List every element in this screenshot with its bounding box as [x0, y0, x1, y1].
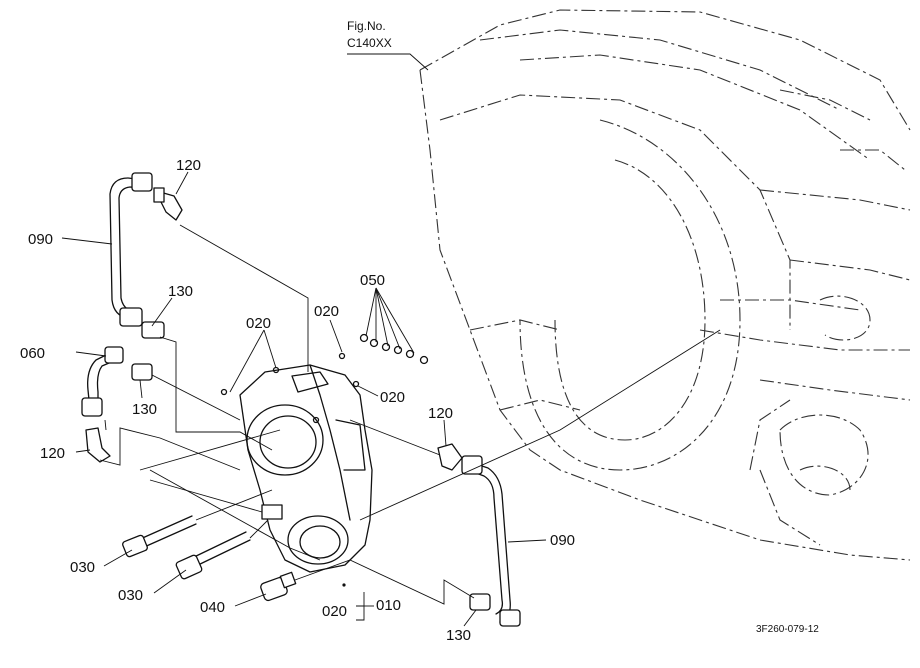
union-fitting-bottom	[469, 593, 491, 611]
transmission-case-cover	[239, 364, 373, 573]
callout-040: 040	[200, 599, 225, 616]
o-rings-050	[359, 333, 429, 365]
callout-120-left: 120	[40, 445, 65, 462]
callout-090-right: 090	[550, 532, 575, 549]
callout-090-left: 090	[28, 231, 53, 248]
callout-130-left: 130	[132, 401, 157, 418]
callout-060: 060	[20, 345, 45, 362]
callout-050: 050	[360, 272, 385, 289]
plug-040	[260, 571, 297, 602]
oil-pipe-upper	[109, 172, 153, 327]
callout-020-a: 020	[246, 315, 271, 332]
callout-leaders	[61, 171, 547, 627]
bolt-030-a	[122, 515, 197, 558]
bolt-030-b	[175, 531, 251, 580]
callout-120-top: 120	[176, 157, 201, 174]
callout-020-c: 020	[380, 389, 405, 406]
oil-pipe-060	[81, 346, 124, 417]
callout-020-d: 020	[322, 603, 347, 620]
callout-020-b: 020	[314, 303, 339, 320]
callout-030-a: 030	[70, 559, 95, 576]
figref-leader	[347, 53, 429, 71]
drawing-code: 3F260-079-12	[756, 624, 819, 635]
callout-030-b: 030	[118, 587, 143, 604]
assembly-lines	[99, 224, 721, 605]
oil-pipe-right	[461, 455, 521, 627]
elbow-fitting-right	[437, 443, 463, 471]
union-fitting-left	[131, 363, 153, 381]
callout-010: 010	[376, 597, 401, 614]
callout-130-mid: 130	[168, 283, 193, 300]
callout-130-bottom: 130	[446, 627, 471, 644]
elbow-fitting-left	[85, 427, 111, 463]
elbow-fitting-top	[153, 187, 183, 221]
figref-line2: C140XX	[347, 36, 392, 50]
union-fitting-mid	[141, 321, 165, 339]
callout-120-right: 120	[428, 405, 453, 422]
transmission-housing-outline	[419, 9, 911, 561]
figref-line1: Fig.No.	[347, 19, 386, 33]
